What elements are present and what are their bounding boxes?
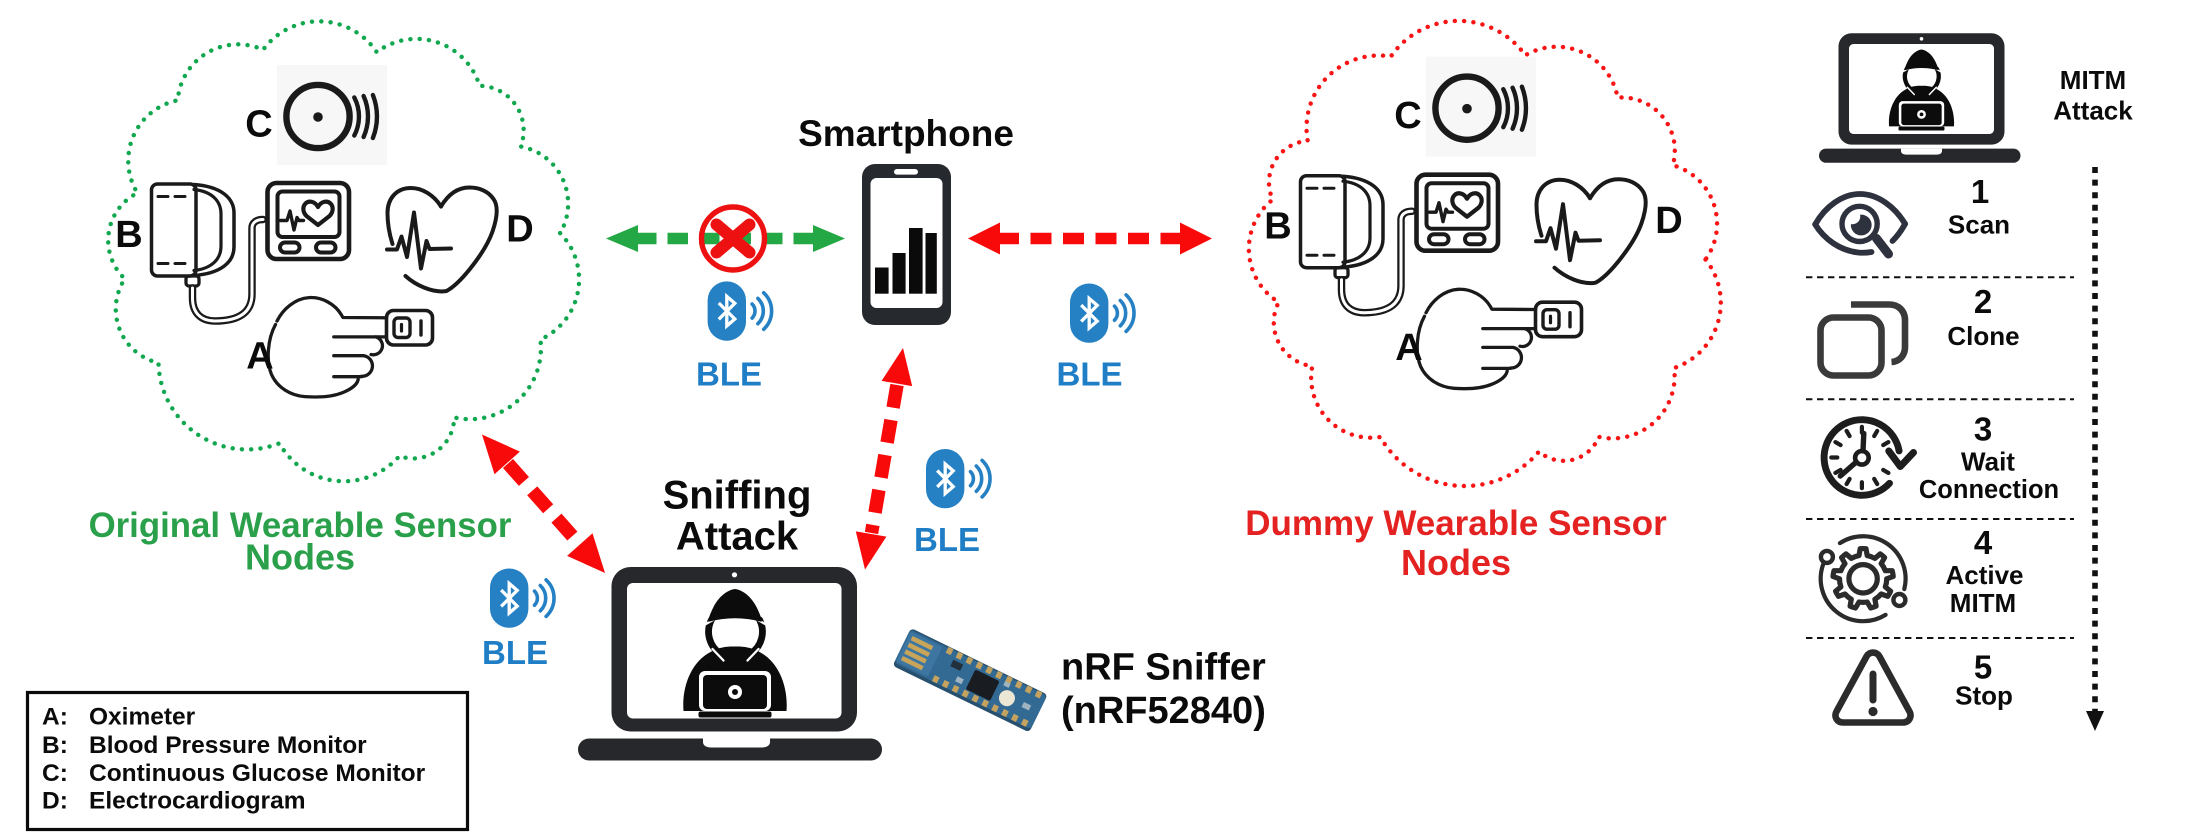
- svg-text:BLE: BLE: [482, 634, 548, 671]
- svg-text:C:: C:: [42, 760, 68, 787]
- svg-text:BLE: BLE: [914, 521, 980, 558]
- svg-text:A:: A:: [42, 704, 68, 731]
- svg-text:1: 1: [1971, 173, 1989, 210]
- svg-text:MITM: MITM: [2060, 65, 2126, 95]
- svg-text:Smartphone: Smartphone: [798, 113, 1014, 154]
- svg-text:Continuous Glucose Monitor: Continuous Glucose Monitor: [89, 760, 426, 787]
- svg-text:Attack: Attack: [676, 515, 799, 559]
- svg-text:BLE: BLE: [696, 356, 762, 393]
- svg-text:Oximeter: Oximeter: [89, 704, 196, 731]
- svg-text:Active: Active: [1945, 560, 2023, 590]
- svg-text:Original Wearable Sensor: Original Wearable Sensor: [89, 506, 512, 545]
- svg-text:(nRF52840): (nRF52840): [1061, 690, 1266, 732]
- svg-text:Blood Pressure Monitor: Blood Pressure Monitor: [89, 732, 367, 759]
- svg-text:Attack: Attack: [2053, 96, 2133, 126]
- svg-text:BLE: BLE: [1057, 356, 1123, 393]
- svg-text:Connection: Connection: [1919, 476, 2059, 504]
- svg-text:Dummy Wearable Sensor: Dummy Wearable Sensor: [1245, 504, 1667, 543]
- svg-text:nRF Sniffer: nRF Sniffer: [1061, 647, 1266, 689]
- svg-text:Clone: Clone: [1947, 321, 2019, 351]
- svg-text:4: 4: [1974, 524, 1993, 561]
- svg-text:MITM: MITM: [1950, 588, 2016, 618]
- svg-text:2: 2: [1974, 283, 1992, 320]
- svg-text:D:: D:: [42, 788, 68, 815]
- svg-text:Nodes: Nodes: [245, 537, 355, 578]
- svg-text:Wait: Wait: [1961, 447, 2015, 477]
- svg-text:Scan: Scan: [1948, 210, 2010, 240]
- svg-text:Nodes: Nodes: [1401, 542, 1511, 583]
- svg-text:5: 5: [1974, 649, 1992, 686]
- svg-text:3: 3: [1974, 411, 1992, 448]
- svg-text:B:: B:: [42, 732, 68, 759]
- svg-text:Stop: Stop: [1955, 681, 2013, 711]
- svg-text:Sniffing: Sniffing: [663, 474, 812, 518]
- svg-text:Electrocardiogram: Electrocardiogram: [89, 788, 306, 815]
